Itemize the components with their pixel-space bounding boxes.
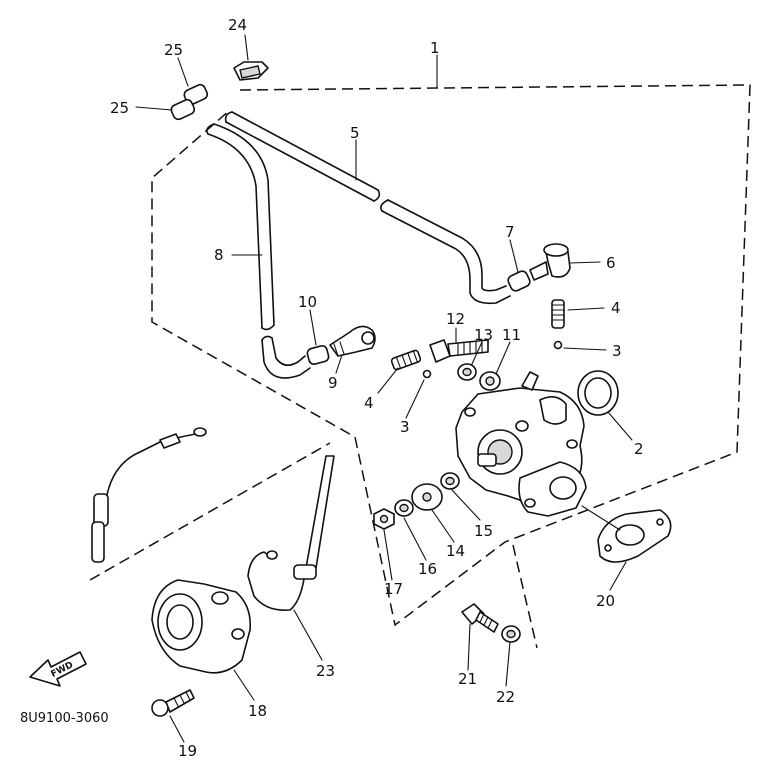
part-clamp bbox=[233, 61, 269, 81]
callout-24: 24 bbox=[228, 16, 247, 34]
callout-12: 12 bbox=[446, 310, 465, 328]
figure-code: 8U9100-3060 bbox=[20, 711, 109, 726]
part-nut-11 bbox=[479, 371, 501, 391]
callout-19: 19 bbox=[178, 742, 197, 760]
callout-3: 3 bbox=[612, 342, 622, 360]
part-elbow-fitting bbox=[329, 325, 376, 357]
part-sensor-probe bbox=[247, 455, 335, 612]
callout-25: 25 bbox=[110, 99, 129, 117]
part-sensor-cover bbox=[151, 579, 252, 674]
assembly-boundary bbox=[89, 54, 751, 649]
callout-7: 7 bbox=[505, 223, 515, 241]
callout-10: 10 bbox=[298, 293, 317, 311]
part-pump-body bbox=[455, 371, 587, 517]
part-upper-hose bbox=[224, 111, 511, 305]
part-nut-17 bbox=[373, 508, 395, 530]
part-lower-hose bbox=[206, 123, 311, 379]
part-washer-13 bbox=[457, 363, 477, 381]
callout-4: 4 bbox=[364, 394, 374, 412]
fwd-arrow-icon: FWD bbox=[29, 651, 87, 687]
part-oil-seal bbox=[577, 370, 619, 416]
callout-17: 17 bbox=[384, 580, 403, 598]
part-washer-16 bbox=[394, 499, 414, 517]
callout-1: 1 bbox=[430, 39, 440, 57]
callout-5: 5 bbox=[350, 124, 360, 142]
callout-4: 4 bbox=[611, 299, 621, 317]
callout-20: 20 bbox=[596, 592, 615, 610]
callout-14: 14 bbox=[446, 542, 465, 560]
callout-15: 15 bbox=[474, 522, 493, 540]
part-bolt-21 bbox=[461, 603, 499, 633]
callout-21: 21 bbox=[458, 670, 477, 688]
callout-22: 22 bbox=[496, 688, 515, 706]
callout-labels: 1 2 3 3 4 4 5 6 7 8 9 10 11 12 13 14 15 … bbox=[110, 16, 644, 760]
callout-8: 8 bbox=[214, 246, 224, 264]
part-impeller-14 bbox=[411, 483, 443, 511]
part-wire-harness bbox=[91, 427, 207, 563]
part-fitting-6 bbox=[529, 243, 571, 281]
callout-23: 23 bbox=[316, 662, 335, 680]
callout-18: 18 bbox=[248, 702, 267, 720]
part-washer-15 bbox=[440, 472, 460, 490]
callout-13: 13 bbox=[474, 326, 493, 344]
part-spring-upper bbox=[551, 299, 565, 329]
part-gasket bbox=[597, 509, 672, 563]
callout-11: 11 bbox=[502, 326, 521, 344]
callout-3: 3 bbox=[400, 418, 410, 436]
callout-2: 2 bbox=[634, 440, 644, 458]
part-spring-lower bbox=[390, 349, 422, 371]
callout-6: 6 bbox=[606, 254, 616, 272]
callout-16: 16 bbox=[418, 560, 437, 578]
part-clip-7 bbox=[507, 270, 531, 292]
part-bolt-19 bbox=[151, 689, 195, 717]
callout-9: 9 bbox=[328, 374, 338, 392]
part-washer-22 bbox=[501, 625, 521, 643]
leader-lines bbox=[135, 34, 633, 743]
part-check-balls bbox=[422, 340, 563, 379]
callout-25: 25 bbox=[164, 41, 183, 59]
part-clip-10 bbox=[306, 345, 330, 365]
part-clips bbox=[170, 83, 209, 121]
